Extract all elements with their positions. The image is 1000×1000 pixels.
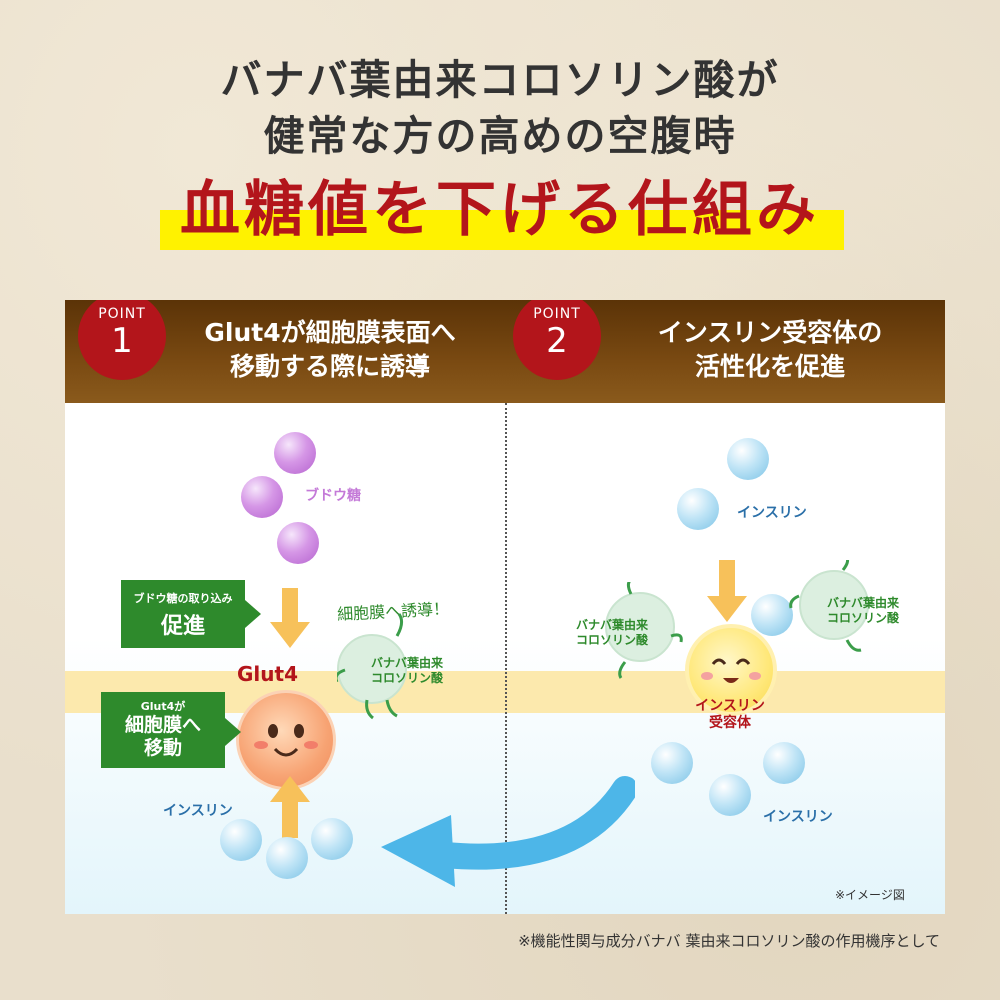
point2-number: 2 bbox=[546, 321, 568, 361]
glucose-molecule bbox=[241, 476, 283, 518]
corosolic-acid-character bbox=[337, 634, 407, 704]
receptor-line2: 受容体 bbox=[709, 715, 751, 731]
uptake-box-pointer bbox=[245, 600, 261, 628]
corosolic-acid-character-left bbox=[605, 592, 675, 662]
chara-label-line2: コロソリン酸 bbox=[370, 671, 443, 685]
move-box-small-text: Glut4が bbox=[140, 700, 186, 713]
point2-heading-line2: 活性化を促進 bbox=[694, 352, 845, 381]
chara-right-line1: バナバ葉由来 bbox=[826, 596, 899, 610]
point-header-bar bbox=[65, 300, 945, 403]
chara-label: バナバ葉由来 コロソリン酸 bbox=[357, 656, 457, 686]
smile-icon bbox=[701, 658, 761, 683]
chara-right-label: バナバ葉由来 コロソリン酸 bbox=[813, 596, 913, 626]
chara-right-line2: コロソリン酸 bbox=[826, 611, 899, 625]
curved-return-arrow bbox=[381, 776, 635, 887]
insulin-receptor-face bbox=[685, 624, 777, 716]
glucose-label: ブドウ糖 bbox=[305, 488, 361, 504]
character-limbs-icon bbox=[618, 582, 683, 679]
insulin-molecule bbox=[220, 819, 262, 861]
glut4-move-box: Glut4が 細胞膜へ 移動 bbox=[101, 692, 225, 768]
insulin-label-left: インスリン bbox=[163, 803, 233, 819]
uptake-box-big-text: 促進 bbox=[160, 614, 205, 639]
corosolic-acid-character-right bbox=[799, 570, 869, 640]
chara-left-line2: コロソリン酸 bbox=[575, 633, 648, 647]
point1-number: 1 bbox=[111, 321, 133, 361]
chara-left-line1: バナバ葉由来 bbox=[575, 618, 648, 632]
character-limbs-icon bbox=[789, 560, 862, 652]
footnote: ※機能性関与成分バナバ 葉由来コロソリン酸の作用機序として bbox=[518, 932, 940, 950]
mechanism-panel: POINT 1 Glut4が細胞膜表面へ 移動する際に誘導 POINT 2 イン… bbox=[65, 300, 945, 914]
point2-heading-line1: インスリン受容体の bbox=[657, 318, 883, 347]
image-note: ※イメージ図 bbox=[835, 888, 905, 902]
point2-heading: インスリン受容体の 活性化を促進 bbox=[605, 316, 935, 384]
uptake-box-small-text: ブドウ糖の取り込み bbox=[133, 592, 233, 605]
insulin-molecule bbox=[311, 818, 353, 860]
point1-heading-line2: 移動する際に誘導 bbox=[229, 352, 430, 381]
insulin-label-bottom: インスリン bbox=[763, 809, 833, 825]
insulin-molecule bbox=[751, 594, 793, 636]
character-limbs-icon bbox=[337, 613, 404, 720]
chara-left-label: バナバ葉由来 コロソリン酸 bbox=[557, 618, 667, 648]
glucose-molecule bbox=[277, 522, 319, 564]
point1-heading: Glut4が細胞膜表面へ 移動する際に誘導 bbox=[165, 316, 495, 384]
insulin-molecule bbox=[727, 438, 769, 480]
insulin-molecule bbox=[763, 742, 805, 784]
receptor-down-arrow bbox=[707, 560, 747, 622]
glucose-down-arrow bbox=[270, 588, 310, 648]
glucose-molecule bbox=[274, 432, 316, 474]
title-highlight: 血糖値を下げる仕組み bbox=[180, 175, 820, 245]
panel-divider bbox=[505, 403, 507, 914]
move-box-line1: 細胞膜へ bbox=[124, 714, 201, 736]
point1-badge: POINT 1 bbox=[78, 300, 166, 380]
move-box-pointer bbox=[225, 718, 241, 746]
insulin-molecule bbox=[651, 742, 693, 784]
insulin-up-arrow bbox=[270, 776, 310, 838]
insulin-molecule bbox=[709, 774, 751, 816]
insulin-molecule bbox=[677, 488, 719, 530]
chara-label-line1: バナバ葉由来 bbox=[370, 656, 443, 670]
point1-heading-line1: Glut4が細胞膜表面へ bbox=[204, 318, 456, 347]
title-line-2: 健常な方の高めの空腹時 bbox=[263, 112, 737, 160]
glut4-label: Glut4 bbox=[237, 662, 298, 686]
title-line-1: バナバ葉由来コロソリン酸が bbox=[220, 56, 780, 104]
insulin-molecule bbox=[266, 837, 308, 879]
point2-badge: POINT 2 bbox=[513, 300, 601, 380]
point2-label: POINT bbox=[533, 306, 581, 322]
glucose-uptake-box: ブドウ糖の取り込み 促進 bbox=[121, 580, 245, 648]
insulin-label-top: インスリン bbox=[737, 505, 807, 521]
point1-label: POINT bbox=[98, 306, 146, 322]
smile-icon bbox=[254, 724, 318, 757]
insulin-receptor-label: インスリン 受容体 bbox=[675, 698, 785, 732]
receptor-line1: インスリン bbox=[695, 698, 765, 714]
highlight-bar bbox=[160, 210, 844, 250]
move-box-line2: 移動 bbox=[143, 737, 182, 759]
